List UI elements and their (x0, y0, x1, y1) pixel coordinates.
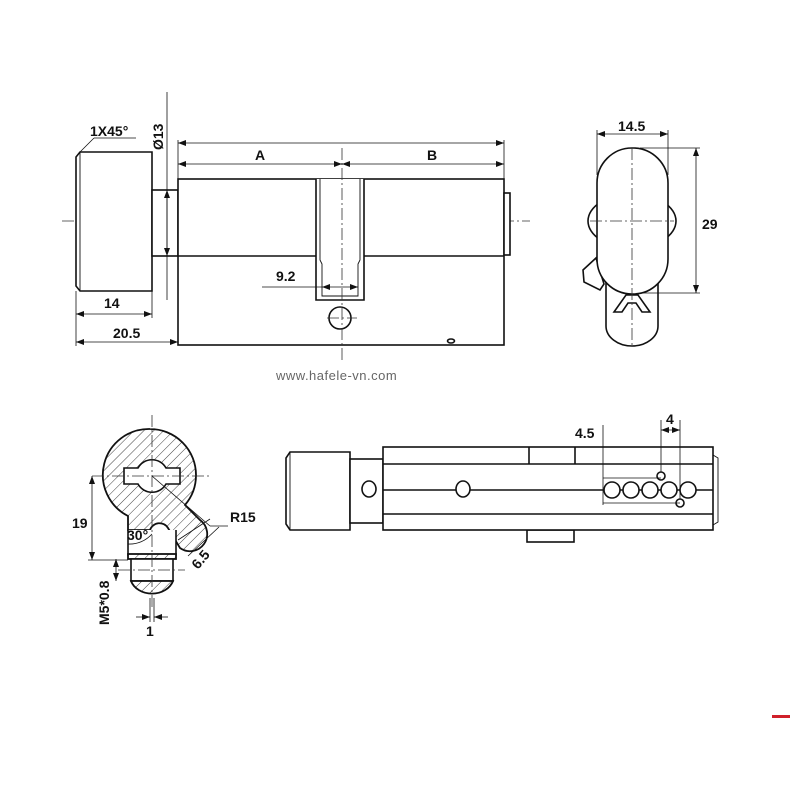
pin-pitch-label: 4 (666, 411, 674, 427)
angle-label: 30° (127, 527, 148, 543)
pin-hole (660, 481, 678, 499)
offset-label: 1 (146, 623, 154, 639)
chamfer-label: 1X45° (90, 123, 128, 139)
shaft-hole (361, 480, 377, 498)
pin-offset-label: 4.5 (575, 425, 595, 441)
knob-shaft (151, 189, 179, 257)
height-label: 19 (72, 515, 88, 531)
pin-hole (622, 481, 640, 499)
cam-slot (315, 179, 365, 301)
cam-width-label: 9.2 (276, 268, 296, 284)
top-view: 4.5 4 (285, 411, 719, 543)
bottom-cam-tab (526, 529, 575, 543)
side-view: 14.5 29 (582, 118, 718, 347)
cam-tip-detail (129, 580, 175, 595)
cam-tip (582, 256, 605, 292)
pin-holes (603, 471, 697, 508)
watermark: www.hafele-vn.com (275, 368, 397, 383)
logo-a-mark (612, 294, 652, 313)
pin-hole (603, 481, 621, 499)
plug-nub (503, 192, 511, 256)
body-hole (455, 480, 471, 498)
front-view: Ø13 A B 1X45° 9.2 14 20.5 (62, 92, 530, 360)
knob-length-label: 14 (104, 295, 120, 311)
knob-offset-label: 20.5 (113, 325, 140, 341)
thread-label: M5*0.8 (96, 580, 112, 625)
small-hole (446, 338, 456, 344)
pin-hole (679, 481, 697, 499)
top-knob (285, 451, 351, 531)
thumb-turn-knob (75, 151, 153, 292)
small-pin-hole (656, 471, 666, 481)
accent-mark (772, 715, 790, 718)
side-width-label: 14.5 (618, 118, 645, 134)
cam-detail: R15 30° 6.5 19 M5*0.8 1 (72, 415, 256, 639)
dim-a-label: A (255, 147, 265, 163)
radius-label: R15 (230, 509, 256, 525)
pin-hole (641, 481, 659, 499)
diameter-label: Ø13 (150, 123, 166, 150)
dim-b-label: B (427, 147, 437, 163)
side-height-label: 29 (702, 216, 718, 232)
